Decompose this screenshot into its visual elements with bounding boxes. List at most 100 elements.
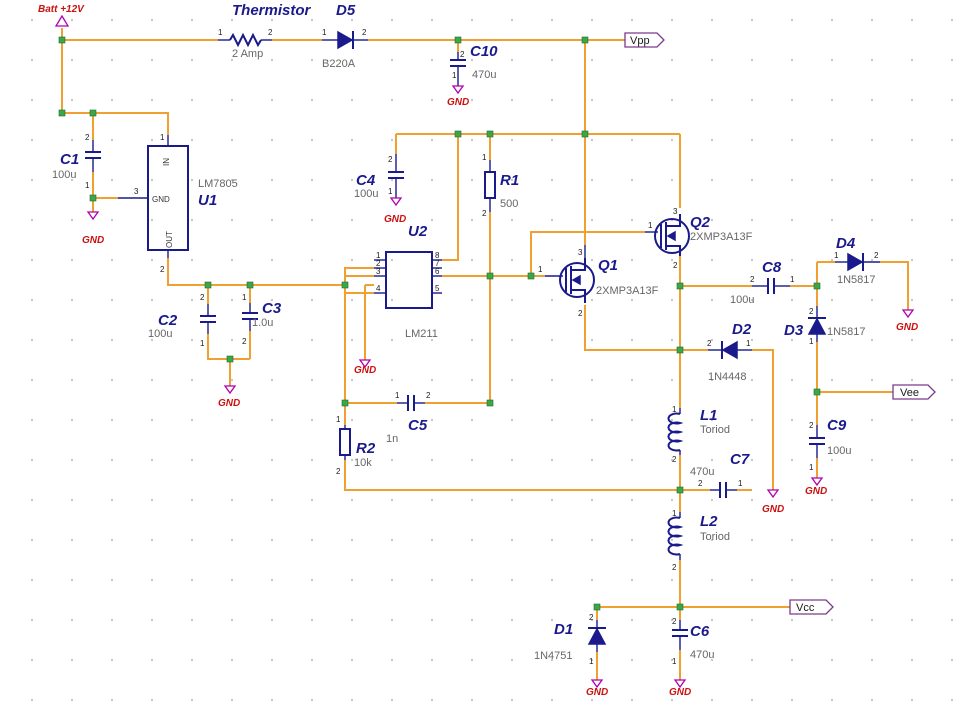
c9-value: 100u: [827, 445, 851, 457]
svg-text:1: 1: [336, 415, 341, 424]
svg-text:1: 1: [218, 28, 223, 37]
c2-ref: C2: [158, 312, 178, 329]
capacitor-c9: 2 1 C9 100u GND: [805, 417, 851, 497]
d2-ref: D2: [732, 321, 752, 338]
svg-text:1: 1: [672, 405, 677, 414]
c6-gnd-label: GND: [669, 687, 691, 698]
svg-text:2: 2: [809, 421, 814, 430]
svg-text:1: 1: [200, 339, 205, 348]
d1-value: 1N4751: [534, 650, 573, 662]
svg-text:8: 8: [435, 251, 440, 260]
c2-value: 100u: [148, 328, 172, 340]
svg-text:2: 2: [362, 28, 367, 37]
svg-text:1: 1: [589, 657, 594, 666]
batt-net-label: Batt +12V: [38, 4, 85, 27]
c1-gnd-label: GND: [82, 235, 104, 246]
svg-text:7: 7: [435, 259, 440, 268]
svg-text:2: 2: [160, 265, 165, 274]
capacitor-c10: 2 1 C10 470u GND: [447, 43, 498, 108]
svg-text:6: 6: [435, 267, 440, 276]
port-vee: Vee: [892, 384, 936, 400]
port-vpp: Vpp: [624, 32, 665, 48]
svg-text:2: 2: [578, 309, 583, 318]
capacitor-c7: 2 1 C7 470u GND: [690, 451, 784, 515]
svg-text:1: 1: [538, 265, 543, 274]
c7-value: 470u: [690, 466, 714, 478]
c9-ref: C9: [827, 417, 847, 434]
svg-text:1: 1: [482, 153, 487, 162]
c5-value: 1n: [386, 433, 398, 445]
svg-text:3: 3: [134, 187, 139, 196]
svg-text:Vcc: Vcc: [796, 602, 815, 614]
svg-text:2: 2: [482, 209, 487, 218]
regulator-u1: IN GND OUT 1 3 2 LM7805 U1: [118, 133, 238, 274]
svg-text:1: 1: [395, 391, 400, 400]
svg-text:1: 1: [672, 657, 677, 666]
diode-d2: 2 1 D2 1N4448: [707, 321, 752, 383]
svg-text:1: 1: [809, 463, 814, 472]
c6-value: 470u: [690, 649, 714, 661]
svg-text:Vpp: Vpp: [630, 35, 650, 47]
svg-text:2: 2: [672, 455, 677, 464]
thermistor-value: 2 Amp: [232, 48, 263, 60]
d3-value: 1N5817: [827, 326, 866, 338]
svg-text:1: 1: [85, 181, 90, 190]
r2-ref: R2: [356, 440, 376, 457]
svg-text:3: 3: [578, 248, 583, 257]
diode-d5: 1 2 D5 B220A: [322, 2, 368, 70]
svg-text:2: 2: [376, 259, 381, 268]
svg-text:2: 2: [460, 50, 465, 59]
svg-text:3: 3: [673, 207, 678, 216]
svg-text:2: 2: [707, 339, 712, 348]
r2-value: 10k: [354, 457, 372, 469]
q2-value: 2XMP3A13F: [690, 231, 753, 243]
svg-text:GND: GND: [152, 195, 170, 204]
svg-text:1: 1: [376, 251, 381, 260]
svg-text:2: 2: [268, 28, 273, 37]
c4-gnd-label: GND: [384, 214, 406, 225]
svg-text:2: 2: [750, 275, 755, 284]
l1-value: Toriod: [700, 424, 730, 436]
c4-value: 100u: [354, 188, 378, 200]
c7-ref: C7: [730, 451, 750, 468]
d4-ref: D4: [836, 235, 856, 252]
svg-text:1: 1: [672, 509, 677, 518]
mosfet-q2: 1 3 2 Q2 2XMP3A13F: [645, 207, 753, 270]
l2-ref: L2: [700, 513, 718, 530]
capacitor-c2: 2 1 C2 100u: [148, 293, 216, 348]
svg-text:2: 2: [85, 133, 90, 142]
wires: [61, 28, 909, 680]
d4-value: 1N5817: [837, 274, 876, 286]
c3-value: 1.0u: [252, 317, 273, 329]
l2-value: Toriod: [700, 531, 730, 543]
l1-ref: L1: [700, 407, 718, 424]
svg-text:1: 1: [648, 221, 653, 230]
svg-text:1: 1: [322, 28, 327, 37]
svg-text:2: 2: [809, 307, 814, 316]
d4-gnd-label: GND: [896, 322, 918, 333]
c3-ref: C3: [262, 300, 282, 317]
svg-text:2: 2: [426, 391, 431, 400]
svg-text:1: 1: [746, 339, 751, 348]
capacitor-c3: 1 2 C3 1.0u GND: [218, 293, 282, 409]
svg-text:2: 2: [672, 617, 677, 626]
c10-value: 470u: [472, 69, 496, 81]
svg-text:2: 2: [673, 261, 678, 270]
c4-ref: C4: [356, 172, 376, 189]
batt-label: Batt +12V: [38, 4, 85, 15]
svg-text:1: 1: [160, 133, 165, 142]
thermistor-ref: Thermistor: [232, 2, 312, 19]
junctions: [58, 36, 821, 611]
u1-value: LM7805: [198, 178, 238, 190]
svg-text:2: 2: [589, 613, 594, 622]
u2-ref: U2: [408, 223, 428, 240]
q1-ref: Q1: [598, 257, 618, 274]
svg-text:4: 4: [376, 284, 381, 293]
c10-ref: C10: [470, 43, 498, 60]
zener-d1: 2 1 D1 1N4751 GND: [534, 613, 608, 698]
d3-ref: D3: [784, 322, 804, 339]
svg-text:1: 1: [834, 251, 839, 260]
q2-ref: Q2: [690, 214, 711, 231]
c8-ref: C8: [762, 259, 782, 276]
